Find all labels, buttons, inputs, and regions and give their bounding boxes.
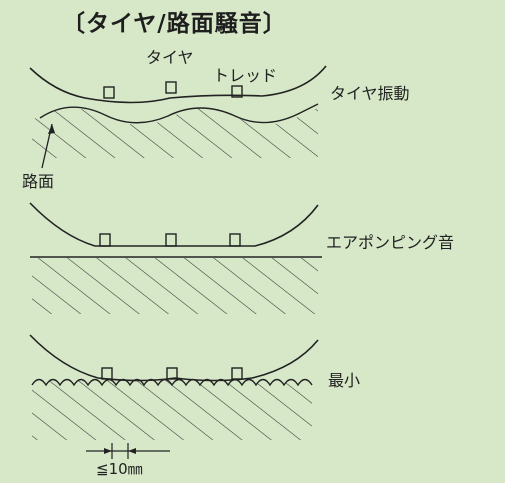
tread-block [231,367,243,380]
tread-block [231,85,243,98]
diagram-title: 〔タイヤ/路面騒音〕 [62,11,287,37]
tire-label: タイヤ [146,48,194,67]
minimum-label: 最小 [328,371,361,390]
tire-vibration-panel [29,65,327,169]
spacing-dimension-label: ≦10㎜ [96,460,143,478]
air-pumping-panel [29,202,322,314]
tire-vibration-label: タイヤ振動 [330,84,410,103]
tread-block [99,233,111,247]
tread-label: トレッド [213,66,278,85]
tread-block [165,81,177,94]
road-hatching [32,258,318,314]
road-surface-label: 路面 [22,172,55,191]
tread-block [101,367,113,380]
tread-block [166,367,178,380]
minimum-panel [29,334,319,459]
tire-outline [29,65,327,104]
tread-block [103,86,115,99]
tire-outline [29,334,319,382]
fine-road-texture [31,378,313,387]
tire-tread-surface [39,103,319,124]
tread-block [165,233,177,247]
road-hatching [32,379,312,440]
tread-block [229,233,241,247]
tire-outline [29,202,319,247]
road-hatching [32,108,318,158]
road-pointer-arrow [48,124,55,134]
air-pumping-noise-label: エアポンピング音 [326,233,455,252]
spacing-dimension [86,443,170,459]
